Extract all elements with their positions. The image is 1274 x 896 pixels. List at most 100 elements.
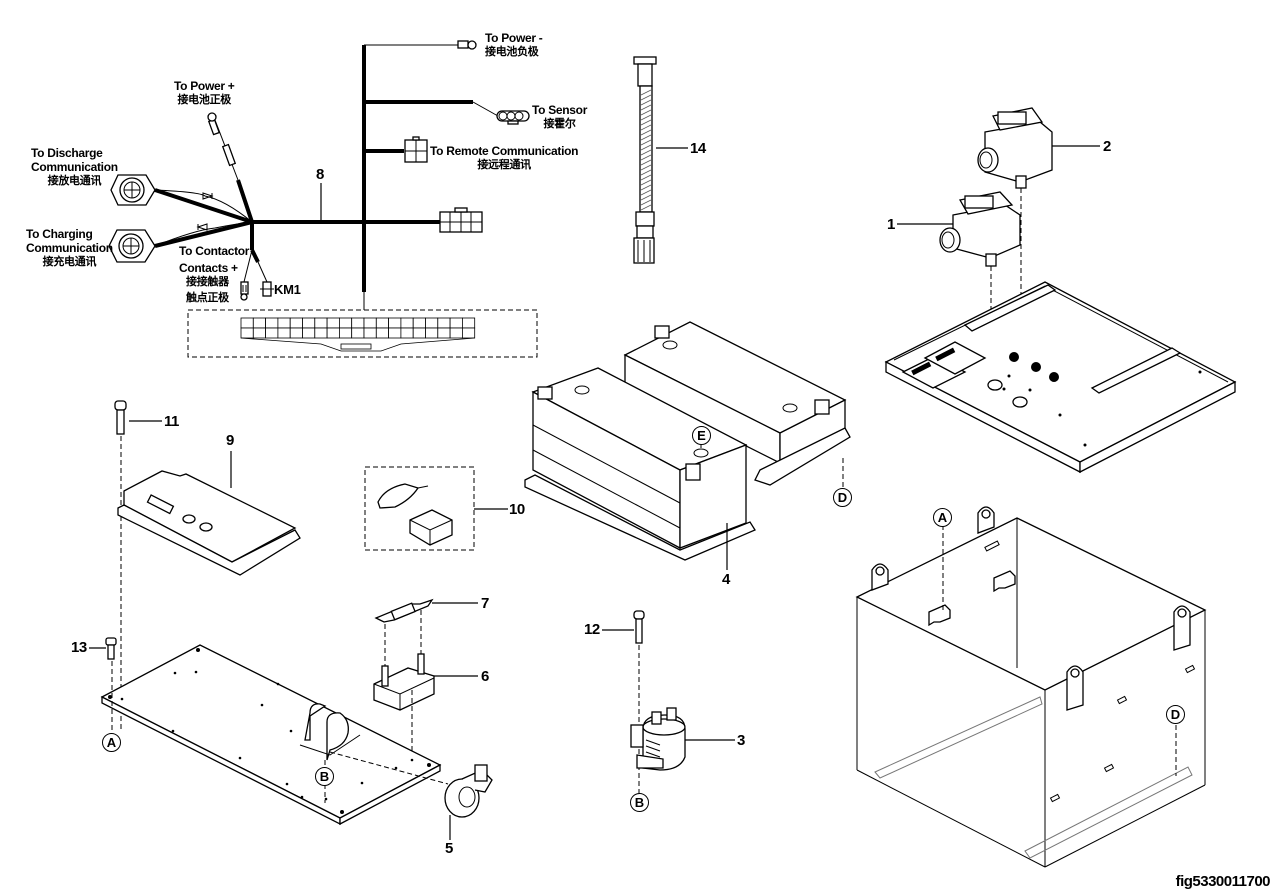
plug-pin-cell [265, 327, 279, 339]
reference-mark-e: E [692, 426, 711, 445]
plug-pin-cell [314, 317, 328, 329]
eight-pin-connector-icon [439, 207, 483, 233]
plug-pin-cell [425, 327, 439, 339]
plug-pin-cell [375, 327, 389, 339]
label-en-line1: To Contactor [179, 244, 250, 258]
label-power-negative: To Power - 接电池负极 [485, 31, 543, 59]
label-en: To Remote Communication [430, 144, 579, 158]
plug-pin-cell [375, 317, 389, 329]
reference-mark-a: A [102, 733, 121, 752]
label-en: To Power + [174, 79, 235, 93]
label-power-positive: To Power + 接电池正极 [174, 79, 235, 107]
plug-pin-cell [289, 317, 303, 329]
reference-mark-d: D [1166, 705, 1185, 724]
battery-modules [524, 321, 851, 570]
label-cn: 接放电通讯 [47, 174, 102, 187]
plug-pin-cell [449, 327, 463, 339]
harness-plug-box [187, 309, 538, 358]
plug-pin-cell [252, 317, 267, 329]
plug-pin-cell [351, 317, 365, 329]
callout-6: 6 [481, 668, 489, 685]
hall-sensor-part-5 [444, 764, 493, 840]
plug-pin-cell [252, 327, 267, 339]
ring-terminal-icon [457, 40, 477, 50]
callout-4: 4 [722, 571, 730, 588]
plug-pin-cell [363, 317, 377, 329]
plug-pin-cell [461, 327, 476, 339]
callout-11: 11 [164, 413, 179, 430]
four-pin-connector-icon [404, 136, 428, 163]
label-en-line2: Contacts + [179, 261, 238, 275]
label-cn-line1: 接接触器 [186, 275, 229, 288]
plug-pin-cell [412, 317, 426, 329]
label-charging-communication: To Charging Communication 接充电通讯 [26, 227, 113, 269]
label-discharge-communication: To Discharge Communication 接放电通讯 [31, 146, 118, 188]
contactor-part-3 [630, 707, 735, 771]
plug-pin-cell [326, 327, 340, 339]
callout-8: 8 [316, 166, 324, 183]
fuse-base-part-6 [373, 653, 478, 711]
plug-pin-cell [265, 317, 279, 329]
label-cn-line2: 触点正极 [186, 291, 229, 304]
label-en: To Sensor [532, 103, 588, 117]
contactor-terminal-icon [240, 281, 249, 301]
callout-10: 10 [509, 501, 525, 518]
reference-mark-d: D [833, 488, 852, 507]
label-en-line1: To Discharge [31, 146, 103, 160]
plug-pin-cell [400, 317, 414, 329]
plug-pin-cell [240, 327, 254, 339]
base-plate [100, 644, 442, 826]
label-en-line2: Communication [26, 241, 113, 255]
reference-mark-a: A [933, 508, 952, 527]
callout-2: 2 [1103, 138, 1111, 155]
plug-pin-cell [437, 327, 451, 339]
label-cn: 接远程通讯 [477, 158, 531, 171]
branch-charging [154, 220, 253, 248]
plug-pin-cell [461, 317, 476, 329]
label-km1: KM1 [274, 282, 301, 297]
figure-id: fig5330011700 [1175, 873, 1271, 890]
label-cn: 接电池正极 [177, 93, 231, 106]
wiring-harness [108, 40, 538, 358]
plug-pin-cell [277, 327, 291, 339]
callout-14: 14 [690, 140, 706, 157]
reference-mark-b: B [315, 767, 334, 786]
plug-pin-cell [388, 317, 402, 329]
bms-controller [117, 451, 301, 576]
multi-pin-plug-icon [240, 317, 476, 352]
branch-discharge [154, 188, 253, 224]
top-cover-plate [884, 281, 1237, 474]
label-en-line2: Communication [31, 160, 118, 174]
label-contactor-contacts: To Contactor Contacts + 接接触器 触点正极 [179, 244, 249, 305]
plug-pin-cell [425, 317, 439, 329]
discharge-comm-connector-icon [110, 174, 156, 206]
callout-13: 13 [71, 639, 87, 656]
plug-pin-cell [412, 327, 426, 339]
connector-part-2 [977, 107, 1100, 189]
screw-12 [602, 610, 645, 644]
label-en-line1: To Charging [26, 227, 93, 241]
connector-part-1 [897, 191, 1021, 267]
cable-assembly [633, 56, 688, 264]
label-remote-communication: To Remote Communication 接远程通讯 [430, 144, 579, 172]
label-cn: 接霍尔 [543, 117, 576, 130]
plug-pin-cell [314, 327, 328, 339]
plug-pin-cell [388, 327, 402, 339]
callout-3: 3 [737, 732, 745, 749]
plug-pin-cell [240, 317, 254, 329]
plug-pin-cell [351, 327, 365, 339]
ring-terminal-icon [207, 112, 221, 136]
fuse-inline-icon [221, 143, 237, 167]
bolt-13 [89, 637, 117, 660]
plug-pin-cell [437, 317, 451, 329]
fuse-part-7 [374, 598, 478, 623]
plug-pin-cell [449, 317, 463, 329]
plug-pin-cell [289, 327, 303, 339]
label-cn: 接电池负极 [485, 45, 539, 58]
plug-pin-cell [277, 317, 291, 329]
remote-module-kit [364, 466, 508, 551]
plug-pin-cell [302, 327, 316, 339]
reference-mark-b: B [630, 793, 649, 812]
screw-11 [114, 400, 162, 435]
